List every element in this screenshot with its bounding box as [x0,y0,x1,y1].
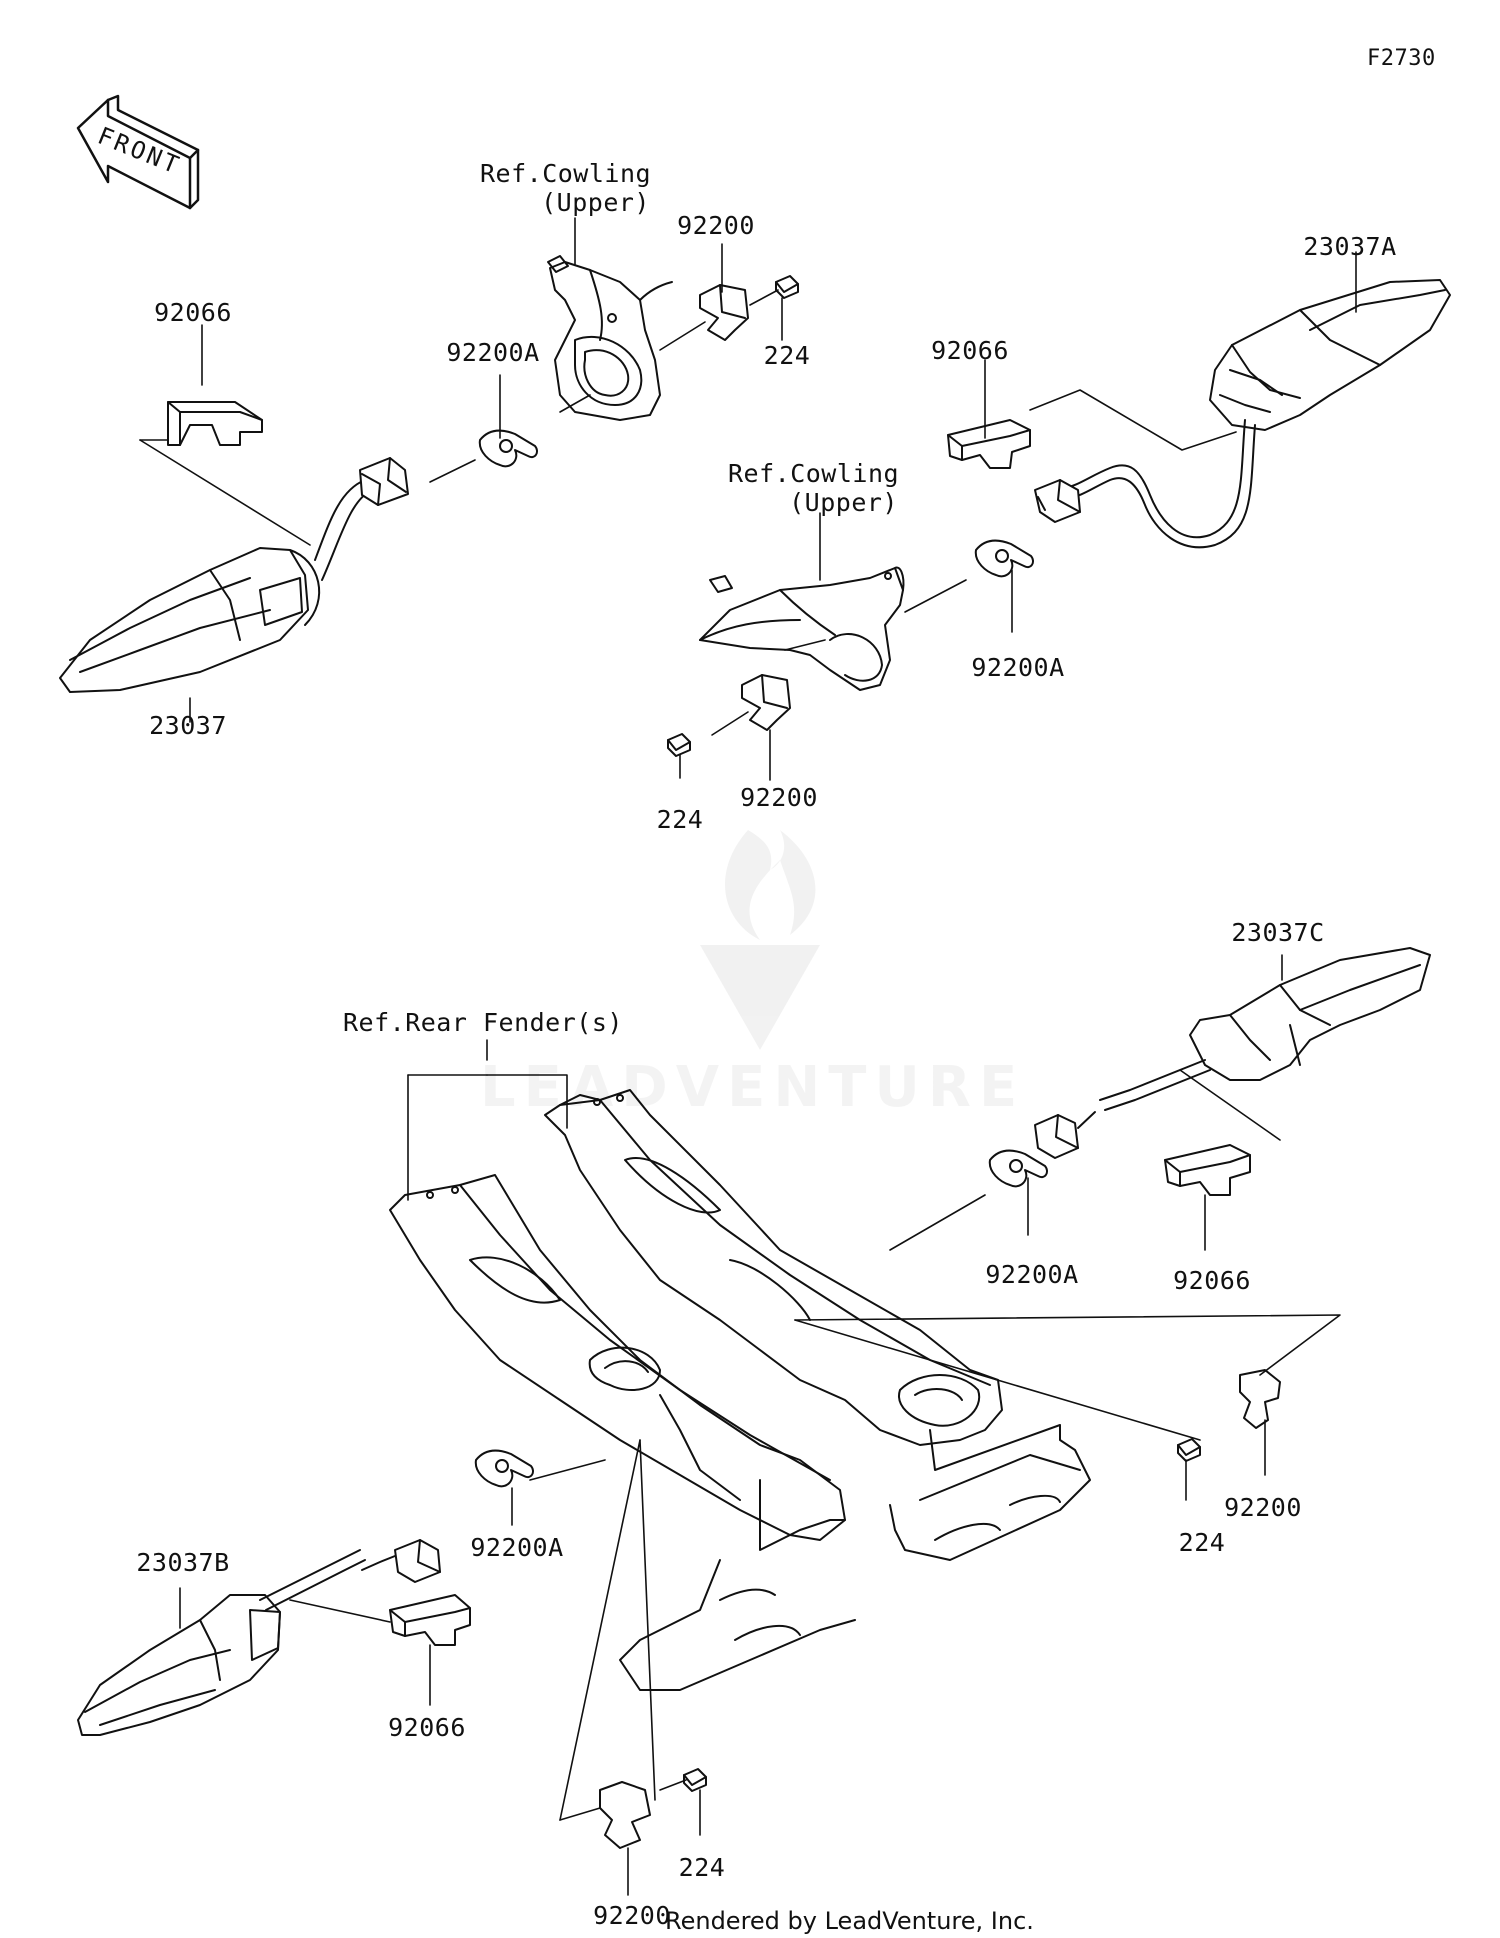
connector-rear-right [1034,1111,1096,1159]
diagram-code: F2730 [1367,46,1436,71]
bracket-92200-bottom [599,1781,651,1849]
part-label-23037a: 23037A [1303,232,1397,261]
part-label-92200: 92200 [740,783,818,812]
bolt-224-top [775,275,799,299]
clip-92200a-top-left [478,429,538,468]
ref-rear-fender: Ref.Rear Fender(s) [343,1008,623,1037]
part-label-92200a: 92200A [985,1260,1079,1289]
ref-cowling-label: Ref.Cowling [728,459,900,488]
part-label-23037c: 23037C [1231,918,1325,947]
turn-signal-front-left [59,469,386,693]
watermark-text: LEADVENTURE [480,1055,1025,1120]
part-label-224: 224 [763,341,811,370]
part-label-224: 224 [1178,1528,1226,1557]
part-label-23037b: 23037B [136,1548,230,1577]
part-label-224: 224 [656,805,704,834]
bolt-224-bottom [683,1768,707,1792]
part-label-92200: 92200 [677,211,755,240]
connector-front-right [1034,479,1081,523]
front-arrow-icon: FRONT [76,94,200,210]
ref-cowling-sub: (Upper) [541,187,650,217]
part-label-92200: 92200 [593,1901,671,1930]
bolt-224-rear-right [1177,1438,1201,1462]
part-label-92200a: 92200A [446,338,540,367]
clip-92200a-top-right [974,539,1034,578]
part-label-92066: 92066 [1173,1266,1251,1295]
part-label-92066: 92066 [388,1713,466,1742]
ref-cowling-label: Ref.Cowling [480,159,652,188]
clamp-92066-rear-right [1164,1144,1251,1196]
rendered-by-footer: Rendered by LeadVenture, Inc. [665,1907,1034,1935]
part-label-224: 224 [678,1853,726,1882]
part-label-92066: 92066 [931,336,1009,365]
connector-front-left [359,457,409,506]
clamp-92066-top-right [947,419,1031,469]
ref-cowling-upper-top: Ref.Cowling (Upper) [480,159,652,218]
ref-cowling-upper-mid: Ref.Cowling (Upper) [728,459,900,518]
clip-92200a-rear-left [474,1449,534,1488]
turn-signal-rear-left [77,1549,366,1736]
bracket-92200-top [699,284,749,341]
bracket-92200-mid [741,674,791,731]
part-label-92200a: 92200A [470,1533,564,1562]
ref-cowling-sub: (Upper) [789,487,898,517]
cowling-upper-left [547,255,673,421]
part-label-92066: 92066 [154,298,232,327]
part-label-92200a: 92200A [971,653,1065,682]
bolt-224-mid [667,733,691,757]
leader-lines [139,217,1357,1896]
cowling-upper-right [699,566,905,691]
turn-signal-rear-right [1099,947,1431,1111]
connector-rear-left [361,1539,441,1583]
part-label-92200: 92200 [1224,1493,1302,1522]
part-label-23037: 23037 [149,711,227,740]
clamp-92066-rear-left [389,1594,471,1646]
clip-92200a-rear-right [988,1149,1048,1188]
wire-front-right [1059,419,1256,549]
turn-signal-front-right [1209,279,1451,431]
bracket-92200-rear-right [1239,1369,1281,1429]
rear-fender-bracket-left [389,1174,856,1691]
watermark-logo [700,830,820,1050]
clamp-92066-top-left [167,401,263,446]
